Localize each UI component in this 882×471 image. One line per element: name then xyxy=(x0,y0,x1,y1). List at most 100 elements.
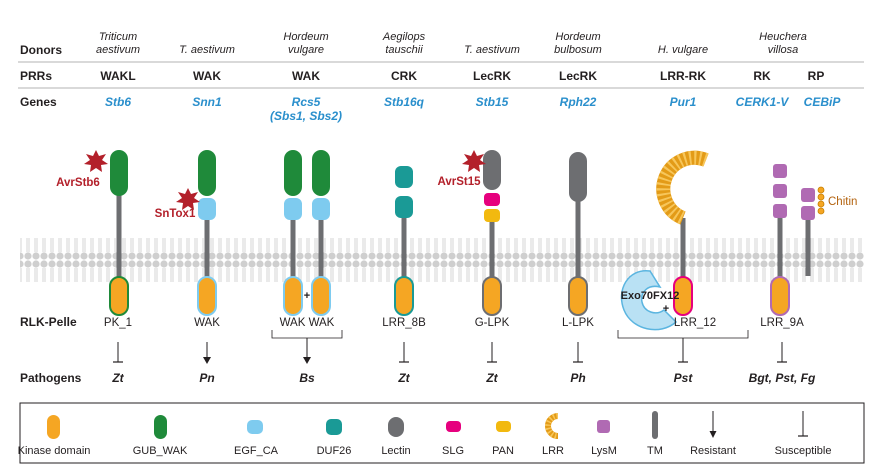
kinase-domain xyxy=(197,276,217,316)
gene-col3-line1: Rcs5 xyxy=(292,95,321,109)
row-label-rlk-pelle: RLK-Pelle xyxy=(20,315,77,329)
legend-label-lrr: LRR xyxy=(542,445,564,457)
legend-label-lysm: LysM xyxy=(591,445,617,457)
legend-label-tm: TM xyxy=(647,445,663,457)
egf-ca-domain xyxy=(198,198,216,220)
egf-ca-icon xyxy=(247,420,263,434)
prr-col8a: RK xyxy=(753,69,771,83)
row-label-prrs: PRRs xyxy=(20,69,52,83)
legend-label-gub-wak: GUB_WAK xyxy=(133,445,188,457)
tm-stalk xyxy=(575,200,581,306)
pathogen-col5: Zt xyxy=(485,371,498,385)
rlk-col8: LRR_9A xyxy=(760,317,804,329)
lectin-domain xyxy=(483,150,501,190)
lysm-domain-2 xyxy=(801,206,815,220)
row-label-genes: Genes xyxy=(20,95,57,109)
outcome-col4-susceptible xyxy=(399,342,409,363)
receptor-snn1 xyxy=(197,150,217,316)
pathogen-col3: Bs xyxy=(299,371,315,385)
rlk-col4: LRR_8B xyxy=(382,317,426,329)
pathogen-col8: Bgt, Pst, Fg xyxy=(749,371,816,385)
legend-label-kinase: Kinase domain xyxy=(18,445,91,457)
receptor-cebip xyxy=(801,188,815,276)
exo70fx12-label: Exo70FX12 xyxy=(621,290,680,302)
plasma-membrane xyxy=(20,232,864,284)
slg-domain xyxy=(484,193,500,206)
receptor-stb15 xyxy=(482,150,502,316)
lysm-domain-3 xyxy=(773,204,787,218)
row-label-donors: Donors xyxy=(20,43,62,57)
lrr-domain xyxy=(656,150,709,225)
donor-col2: T. aestivum xyxy=(179,44,235,56)
pathogen-col2: Pn xyxy=(199,371,214,385)
egf-ca-domain xyxy=(312,198,330,220)
prr-col3: WAK xyxy=(292,69,320,83)
donor-col7: H. vulgare xyxy=(658,44,708,56)
gene-col5: Stb15 xyxy=(476,95,509,109)
gene-col8a: CERK1-V xyxy=(736,95,790,109)
kinase-icon xyxy=(47,415,60,439)
gene-col2: Snn1 xyxy=(192,95,222,109)
outcome-col6-susceptible xyxy=(573,342,583,363)
kinase-domain xyxy=(673,276,693,316)
legend-box xyxy=(19,402,865,464)
receptor-stb6 xyxy=(109,150,129,316)
resistant-arrow-icon xyxy=(709,411,717,438)
outcome-col1-susceptible xyxy=(113,342,123,363)
rlk-col5: G-LPK xyxy=(475,317,510,329)
row-label-pathogens: Pathogens xyxy=(20,371,82,385)
tm-stalk xyxy=(204,212,210,306)
donor-col5: T. aestivum xyxy=(464,44,520,56)
receptor-rph22 xyxy=(568,152,588,316)
lrr-icon xyxy=(545,413,559,439)
outcome-col8-susceptible xyxy=(777,342,787,363)
gub-wak-domain xyxy=(284,150,302,196)
tm-stalk xyxy=(318,212,324,306)
gene-col7: Pur1 xyxy=(670,95,697,109)
effector-avrstb6-burst xyxy=(84,150,108,172)
duf26-domain-2 xyxy=(395,196,413,218)
lysm-icon xyxy=(597,420,610,433)
lectin-domain xyxy=(569,152,587,202)
gene-col4: Stb16q xyxy=(384,95,425,109)
pan-domain xyxy=(484,209,500,222)
donor-col6-line1: Hordeum xyxy=(555,31,600,43)
effector-avrst15-burst xyxy=(462,150,486,172)
susceptible-tbar-icon xyxy=(798,411,808,437)
exo70fx12-protein xyxy=(620,270,678,331)
tm-stalk xyxy=(401,210,407,306)
pathogen-col7: Pst xyxy=(674,371,694,385)
effector-sntox1-label: SnTox1 xyxy=(155,208,196,220)
donor-col4-line1: Aegilops xyxy=(382,31,426,43)
kinase-domain xyxy=(311,276,331,316)
rlk-col1: PK_1 xyxy=(104,317,132,329)
outcome-col3-resistant xyxy=(303,338,311,364)
lysm-domain-1 xyxy=(773,164,787,178)
tm-stalk xyxy=(489,220,495,306)
pathogen-col1: Zt xyxy=(111,371,124,385)
pathogen-col6: Ph xyxy=(570,371,585,385)
tm-icon xyxy=(652,411,658,439)
kinase-domain xyxy=(482,276,502,316)
prr-col4: CRK xyxy=(391,69,417,83)
plus-sign-col7: + xyxy=(663,303,669,315)
gene-col6: Rph22 xyxy=(560,95,597,109)
receptor-stb16q xyxy=(394,166,414,316)
effector-avrstb6-label: AvrStb6 xyxy=(56,177,100,189)
gene-col8b: CEBiP xyxy=(804,95,842,109)
tm-stalk xyxy=(290,212,296,306)
legend-label-lectin: Lectin xyxy=(381,445,410,457)
prr-col2: WAK xyxy=(193,69,221,83)
egf-ca-domain xyxy=(284,198,302,220)
bracket-col3 xyxy=(271,330,343,339)
donor-col8-line1: Heuchera xyxy=(759,31,807,43)
donor-col1-line2: aestivum xyxy=(96,44,140,56)
legend-label-susceptible: Susceptible xyxy=(775,445,832,457)
donor-col8-line2: villosa xyxy=(768,44,799,56)
pathogen-col4: Zt xyxy=(397,371,410,385)
duf26-icon xyxy=(326,419,342,435)
gene-col3-line2: (Sbs1, Sbs2) xyxy=(270,109,342,123)
prr-col1: WAKL xyxy=(100,69,135,83)
